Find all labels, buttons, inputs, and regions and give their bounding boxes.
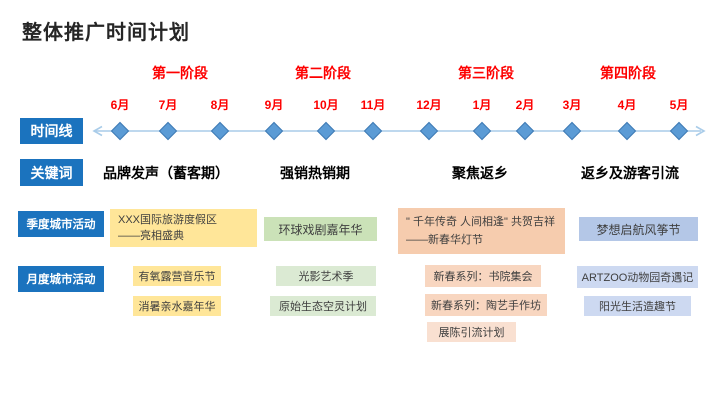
monthly-row-label: 月度城市活动 (18, 266, 104, 292)
month-label: 4月 (617, 98, 637, 112)
month-label: 1月 (472, 98, 492, 112)
phase-label-3: 第三阶段 (458, 65, 514, 81)
monthly-event-sunshine-fun: 阳光生活造趣节 (584, 296, 691, 316)
monthly-event-exhibition-plan: 展陈引流计划 (427, 322, 516, 342)
keyword-brand-voice: 品牌发声（蓄客期） (103, 165, 229, 181)
month-label: 9月 (264, 98, 284, 112)
monthly-event-water-carnival: 消暑亲水嘉年华 (133, 296, 221, 316)
month-label: 6月 (110, 98, 130, 112)
timeline-arrow-line (92, 125, 706, 137)
quarterly-row-label: 季度城市活动 (18, 211, 104, 237)
timeline-row-label: 时间线 (20, 118, 83, 144)
monthly-event-pottery-workshop: 新春系列：陶艺手作坊 (425, 294, 547, 316)
month-label: 12月 (416, 98, 442, 112)
quarterly-event-kite-festival: 梦想启航风筝节 (579, 217, 698, 241)
month-label: 7月 (158, 98, 178, 112)
keywords-row-label: 关键词 (20, 159, 83, 186)
monthly-event-light-art: 光影艺术季 (276, 266, 376, 286)
quarterly-event-drama-carnival: 环球戏剧嘉年华 (264, 217, 377, 241)
month-label: 3月 (562, 98, 582, 112)
page-title: 整体推广时间计划 (22, 22, 190, 44)
quarterly-event-resort-debut: XXX国际旅游度假区 ——亮相盛典 (110, 209, 257, 247)
phase-label-1: 第一阶段 (152, 65, 208, 81)
month-label: 5月 (669, 98, 689, 112)
keyword-homecoming: 聚焦返乡 (452, 165, 508, 181)
month-label: 10月 (313, 98, 339, 112)
month-label: 8月 (210, 98, 230, 112)
monthly-event-academy-gathering: 新春系列：书院集会 (425, 265, 541, 287)
phase-label-2: 第二阶段 (295, 65, 351, 81)
keyword-tourist-flow: 返乡及游客引流 (581, 165, 679, 181)
quarterly-event-lantern-festival: " 千年传奇 人间相逢" 共贺吉祥 ——新春华灯节 (398, 208, 565, 254)
month-label: 2月 (515, 98, 535, 112)
phase-label-4: 第四阶段 (600, 65, 656, 81)
month-label: 11月 (360, 98, 386, 112)
keyword-hot-sales: 强销热销期 (280, 165, 350, 181)
monthly-event-camping-music: 有氧露营音乐节 (133, 266, 221, 286)
monthly-event-eco-plan: 原始生态空灵计划 (270, 296, 376, 316)
monthly-event-artzoo: ARTZOO动物园奇遇记 (577, 266, 698, 288)
